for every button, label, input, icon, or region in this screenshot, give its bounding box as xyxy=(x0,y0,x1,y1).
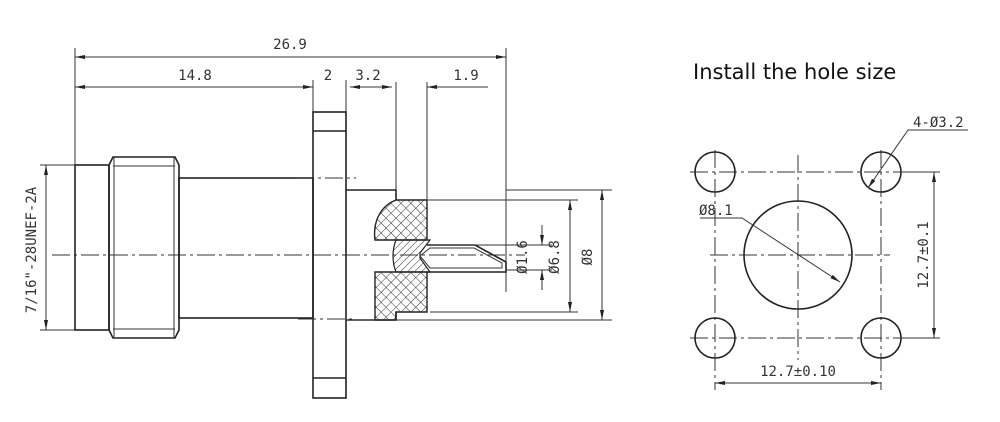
insulator-bottom xyxy=(374,271,428,321)
hole-pattern-title: Install the hole size xyxy=(693,60,896,84)
overall-length-label: 26.9 xyxy=(273,37,307,53)
hole-pattern: Install the hole size 4-Ø3.2 Ø8.1 12.7±0… xyxy=(690,60,968,390)
pin-extension-label: 1.9 xyxy=(453,68,478,84)
body-diameter-label: Ø8 xyxy=(580,249,596,266)
knurled-nut xyxy=(108,156,180,339)
flange-thickness-label: 2 xyxy=(324,68,332,84)
horizontal-spacing-label: 12.7±0.10 xyxy=(760,364,836,380)
side-view: 26.9 14.8 2 3.2 1.9 xyxy=(24,37,612,399)
contact-base xyxy=(392,239,432,273)
center-hole-label: Ø8.1 xyxy=(699,203,733,219)
body xyxy=(178,177,314,319)
center-hole xyxy=(743,200,853,310)
coupling-nut xyxy=(74,164,110,331)
mount-hole xyxy=(694,317,736,359)
insulator-top xyxy=(373,199,428,241)
vertical-spacing-label: 12.7±0.1 xyxy=(916,221,932,288)
pin-diameter-label: Ø1.6 xyxy=(515,240,531,274)
nut-length-label: 14.8 xyxy=(178,68,212,84)
rear-body-label: 3.2 xyxy=(355,68,380,84)
flange xyxy=(312,111,347,399)
mount-holes-label: 4-Ø3.2 xyxy=(913,115,964,131)
thread-spec-label: 7/16"-28UNEF-2A xyxy=(24,186,40,313)
insulator-diameter-label: Ø6.8 xyxy=(547,240,563,274)
mount-hole xyxy=(694,151,736,193)
